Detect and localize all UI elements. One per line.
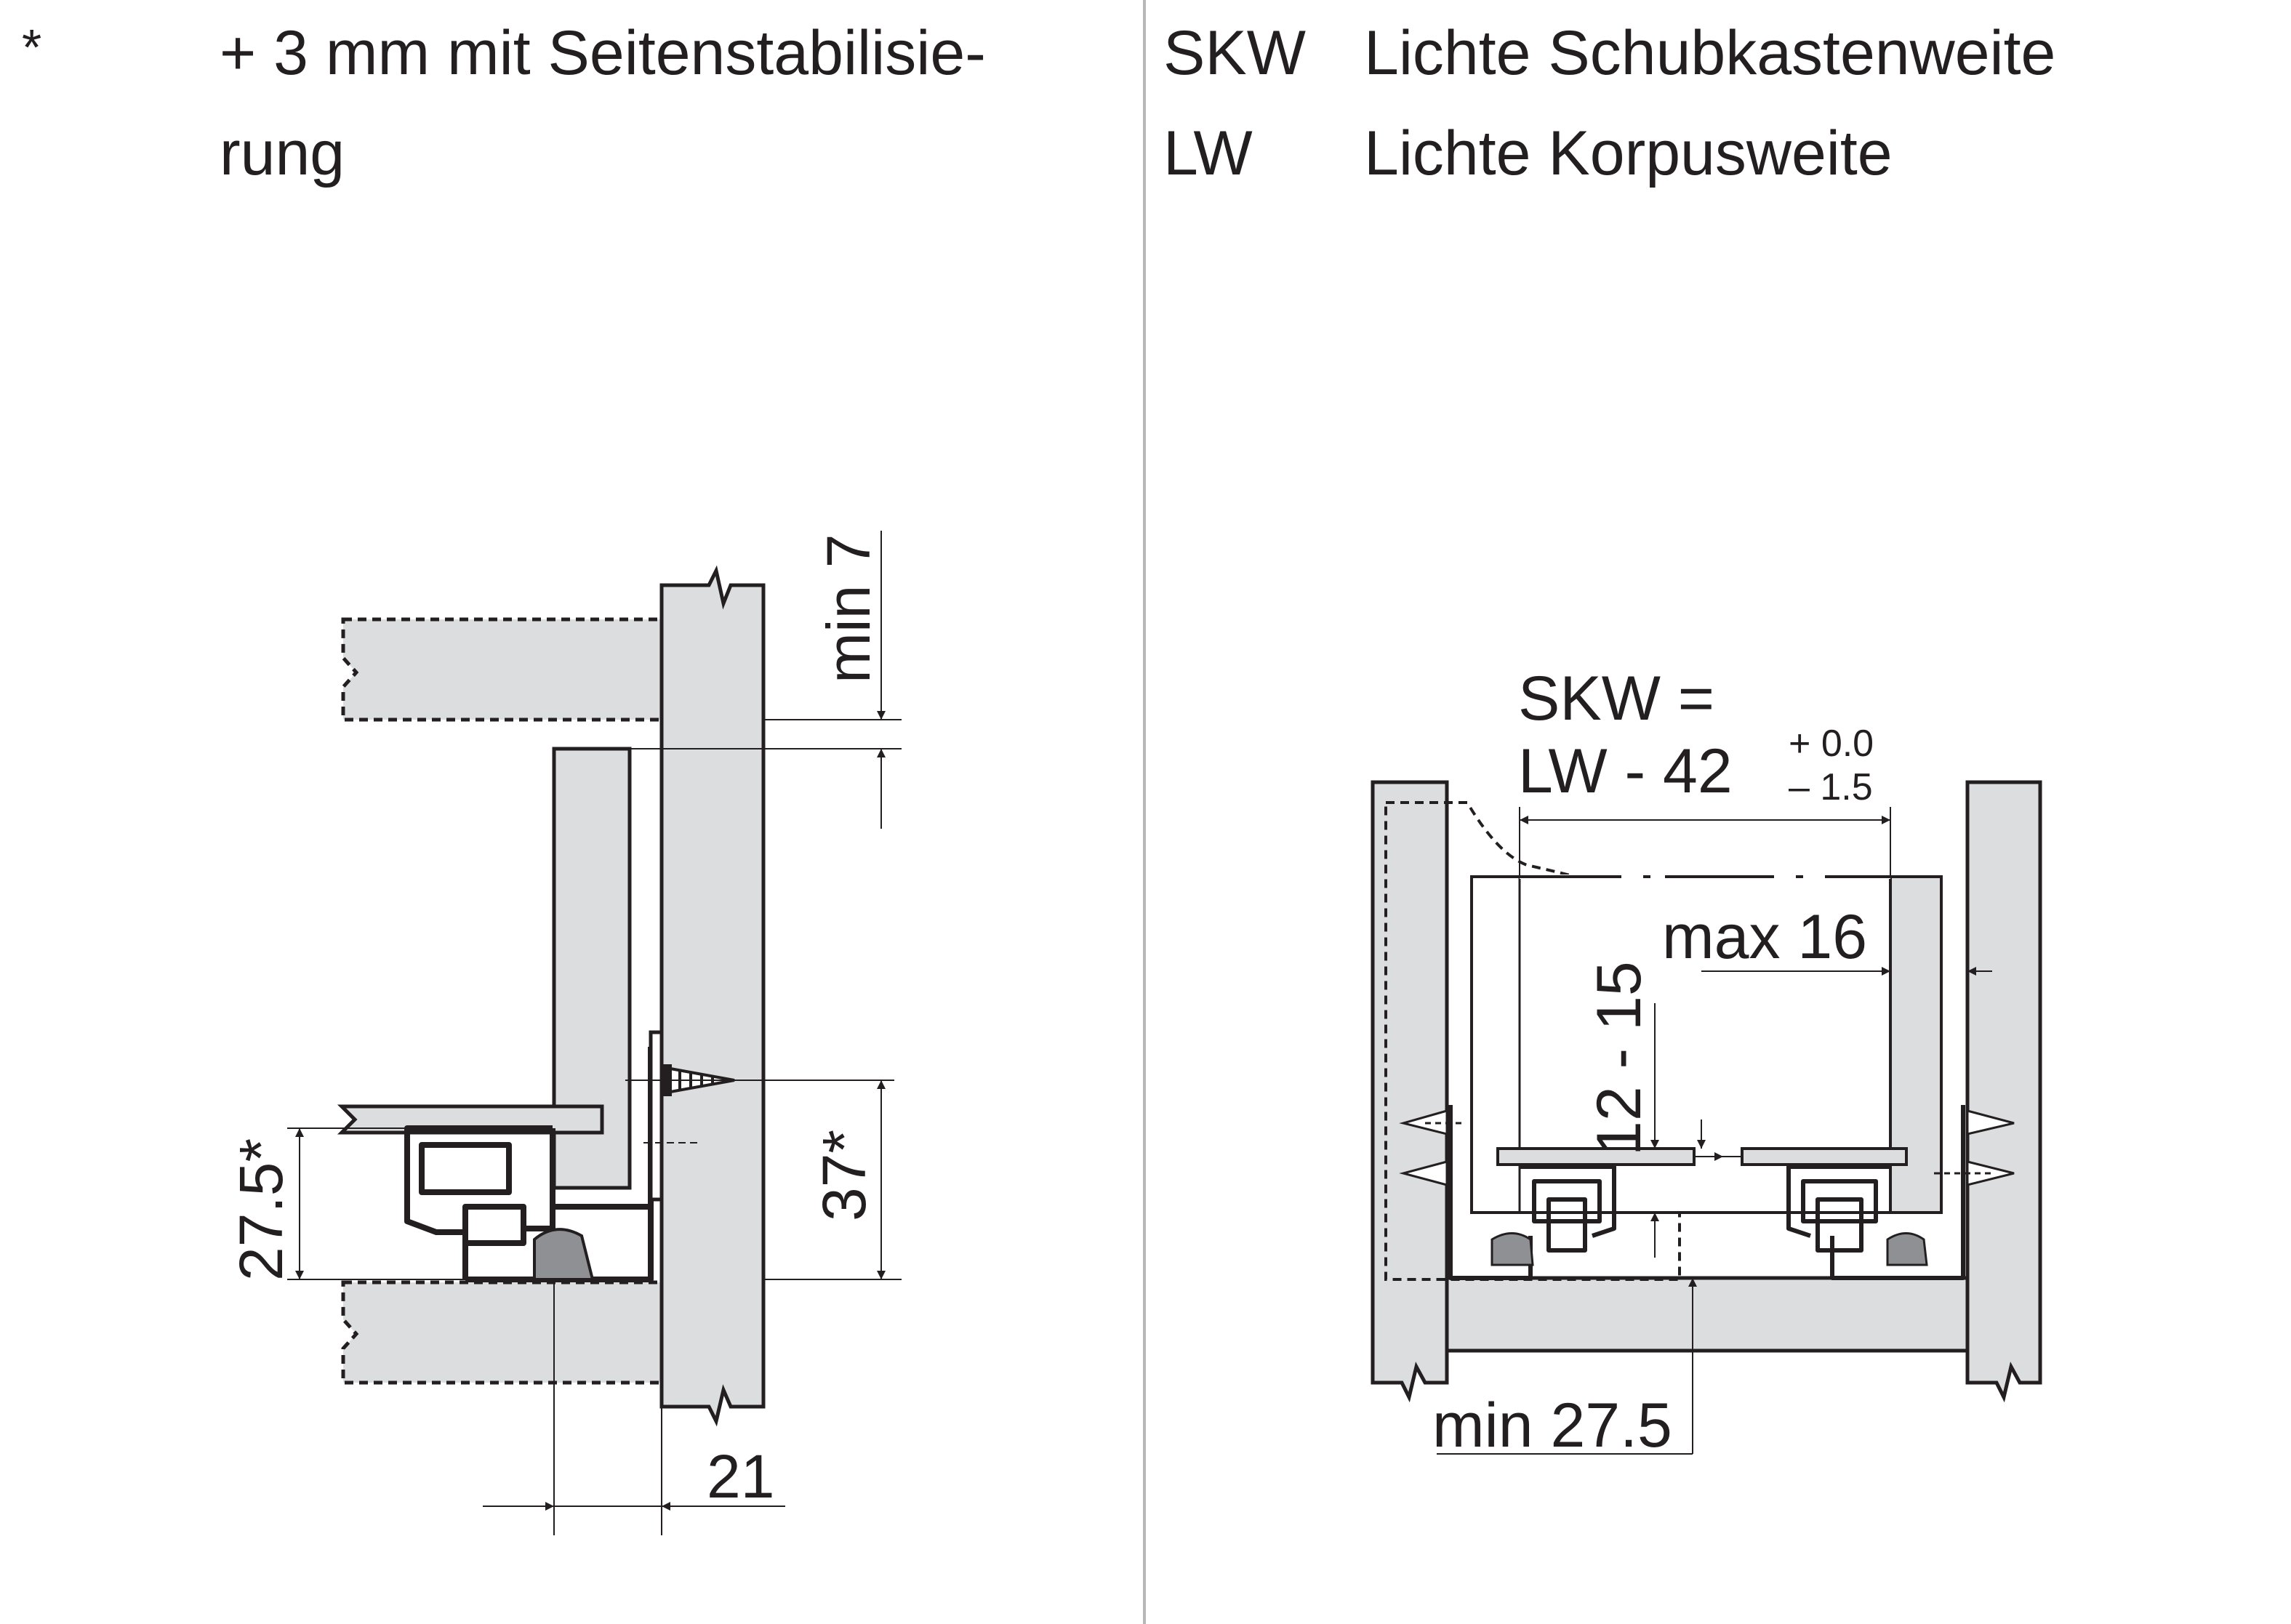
runner-right [1786, 1105, 1965, 1280]
dimension-27-5 [287, 1127, 465, 1280]
cabinet-side-right [1965, 780, 2042, 1403]
drawer-bottom-right [1741, 1147, 1908, 1166]
dim-label-37: 37* [810, 1130, 878, 1221]
dim-label-27-5: 27.5* [227, 1138, 295, 1281]
left-section-drawing: min 7 37* 27.5* 21 [227, 531, 902, 1535]
dim-label-12-15: 12 - 15 [1584, 961, 1654, 1156]
dimension-skw [1519, 807, 1891, 877]
cabinet-side-left [1371, 780, 1449, 1403]
roller-left [1490, 1232, 1534, 1266]
footnote-line-1: + 3 mm mit Seitenstabilisie- [220, 18, 986, 88]
mounting-bracket [649, 1030, 664, 1202]
formula-line-2: LW - 42 [1518, 736, 1733, 806]
top-shelf-dashed [341, 617, 664, 722]
footnote-line-2: rung [220, 118, 345, 188]
legend-text-skw: Lichte Schubkastenweite [1364, 18, 2056, 88]
dim-label-21: 21 [707, 1442, 774, 1511]
tolerance-minus: – 1.5 [1789, 766, 1873, 808]
bottom-shelf-dashed [341, 1280, 664, 1385]
dimension-12-15 [1650, 1003, 1742, 1258]
screw-left [625, 1064, 894, 1143]
screws-right [1934, 1109, 2015, 1186]
cabinet-side-panel [659, 565, 766, 1427]
roller [533, 1228, 595, 1281]
dimension-min7 [630, 531, 902, 829]
legend-abbr-skw: SKW [1163, 18, 1306, 88]
dim-label-max16: max 16 [1662, 902, 1867, 972]
formula-line-1: SKW = [1518, 664, 1714, 733]
cabinet-bottom [1445, 1276, 1970, 1353]
dimension-37 [763, 1080, 902, 1280]
dim-label-min7: min 7 [814, 534, 883, 683]
dimension-21 [483, 1279, 785, 1535]
footnote-marker: * [22, 19, 42, 76]
legend-abbr-lw: LW [1163, 118, 1253, 188]
screws-left [1399, 1109, 1465, 1186]
right-section-drawing: SKW = LW - 42 + 0.0 – 1.5 max 16 12 - 15 [1371, 664, 2042, 1460]
roller-right [1886, 1232, 1928, 1266]
dimension-min27-5 [1437, 1278, 1697, 1455]
dim-label-min27-5: min 27.5 [1432, 1391, 1672, 1460]
legend-text-lw: Lichte Korpusweite [1364, 118, 1893, 188]
tolerance-plus: + 0.0 [1789, 723, 1874, 765]
column-divider [1143, 0, 1146, 1624]
